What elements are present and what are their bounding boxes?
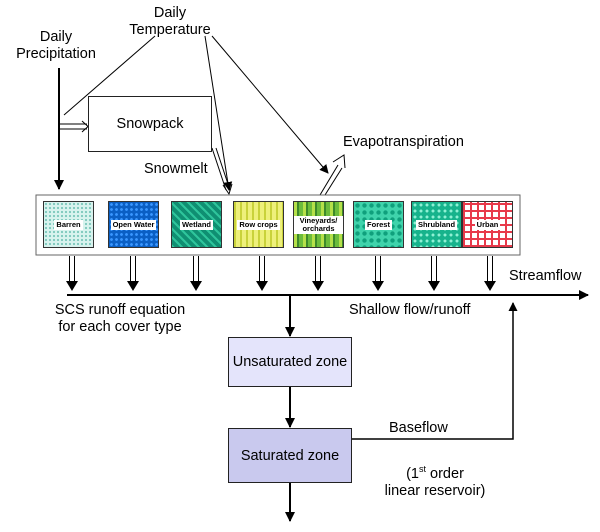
cover-label-barren: Barren xyxy=(54,219,83,230)
cover-tile-forest: Forest xyxy=(353,201,404,248)
evapotranspiration-arrow xyxy=(319,154,346,196)
cover-tile-open-water: Open Water xyxy=(108,201,159,248)
cover-tile-urban: Urban xyxy=(462,201,513,248)
cover-label-wetland: Wetland xyxy=(179,219,214,230)
cover-runoff-arrow xyxy=(312,256,324,291)
unsaturated-zone-box: Unsaturated zone xyxy=(228,337,352,387)
cover-label-forest: Forest xyxy=(365,219,392,230)
cover-runoff-arrow xyxy=(256,256,268,291)
cover-label-urban: Urban xyxy=(474,219,501,230)
temperature-to-snowmelt-line xyxy=(204,35,233,191)
baseflow-arrow xyxy=(352,302,518,440)
snowmelt-arrow xyxy=(211,147,233,196)
cover-label-vineyards-orchards: Vineyards/ orchards xyxy=(294,215,343,234)
cover-tile-barren: Barren xyxy=(43,201,94,248)
streamflow-label: Streamflow xyxy=(509,268,582,284)
reservoir-label: (1st order linear reservoir) xyxy=(384,464,486,499)
shallow-flow-label: Shallow flow/runoff xyxy=(349,302,471,318)
cover-tile-wetland: Wetland xyxy=(171,201,222,248)
snowmelt-label: Snowmelt xyxy=(144,161,208,177)
cover-label-shrubland: Shrubland xyxy=(415,219,458,230)
temperature-to-precip-line xyxy=(63,35,156,116)
cover-tile-vineyards-orchards: Vineyards/ orchards xyxy=(293,201,344,248)
saturated-zone-box: Saturated zone xyxy=(228,428,352,483)
cover-tile-row-crops: Row crops xyxy=(233,201,284,248)
cover-runoff-arrow xyxy=(372,256,384,291)
snowpack-box: Snowpack xyxy=(88,96,212,152)
cover-runoff-arrow xyxy=(127,256,139,291)
cover-label-open-water: Open Water xyxy=(110,219,157,230)
cover-runoff-arrow xyxy=(66,256,78,291)
temperature-to-evap-line xyxy=(211,35,329,174)
cover-runoff-arrow xyxy=(428,256,440,291)
cover-runoff-arrow xyxy=(190,256,202,291)
cover-runoff-arrows xyxy=(66,256,496,291)
daily-precipitation-label: Daily Precipitation xyxy=(16,29,96,62)
cover-tile-shrubland: Shrubland xyxy=(411,201,462,248)
precip-to-snowpack-arrow xyxy=(59,120,89,133)
evapotranspiration-label: Evapotranspiration xyxy=(343,134,464,150)
baseflow-label: Baseflow xyxy=(389,420,448,436)
scs-runoff-label: SCS runoff equation for each cover type xyxy=(54,302,186,335)
daily-temperature-label: Daily Temperature xyxy=(129,5,211,38)
cover-label-row-crops: Row crops xyxy=(237,219,280,230)
cover-runoff-arrow xyxy=(484,256,496,291)
